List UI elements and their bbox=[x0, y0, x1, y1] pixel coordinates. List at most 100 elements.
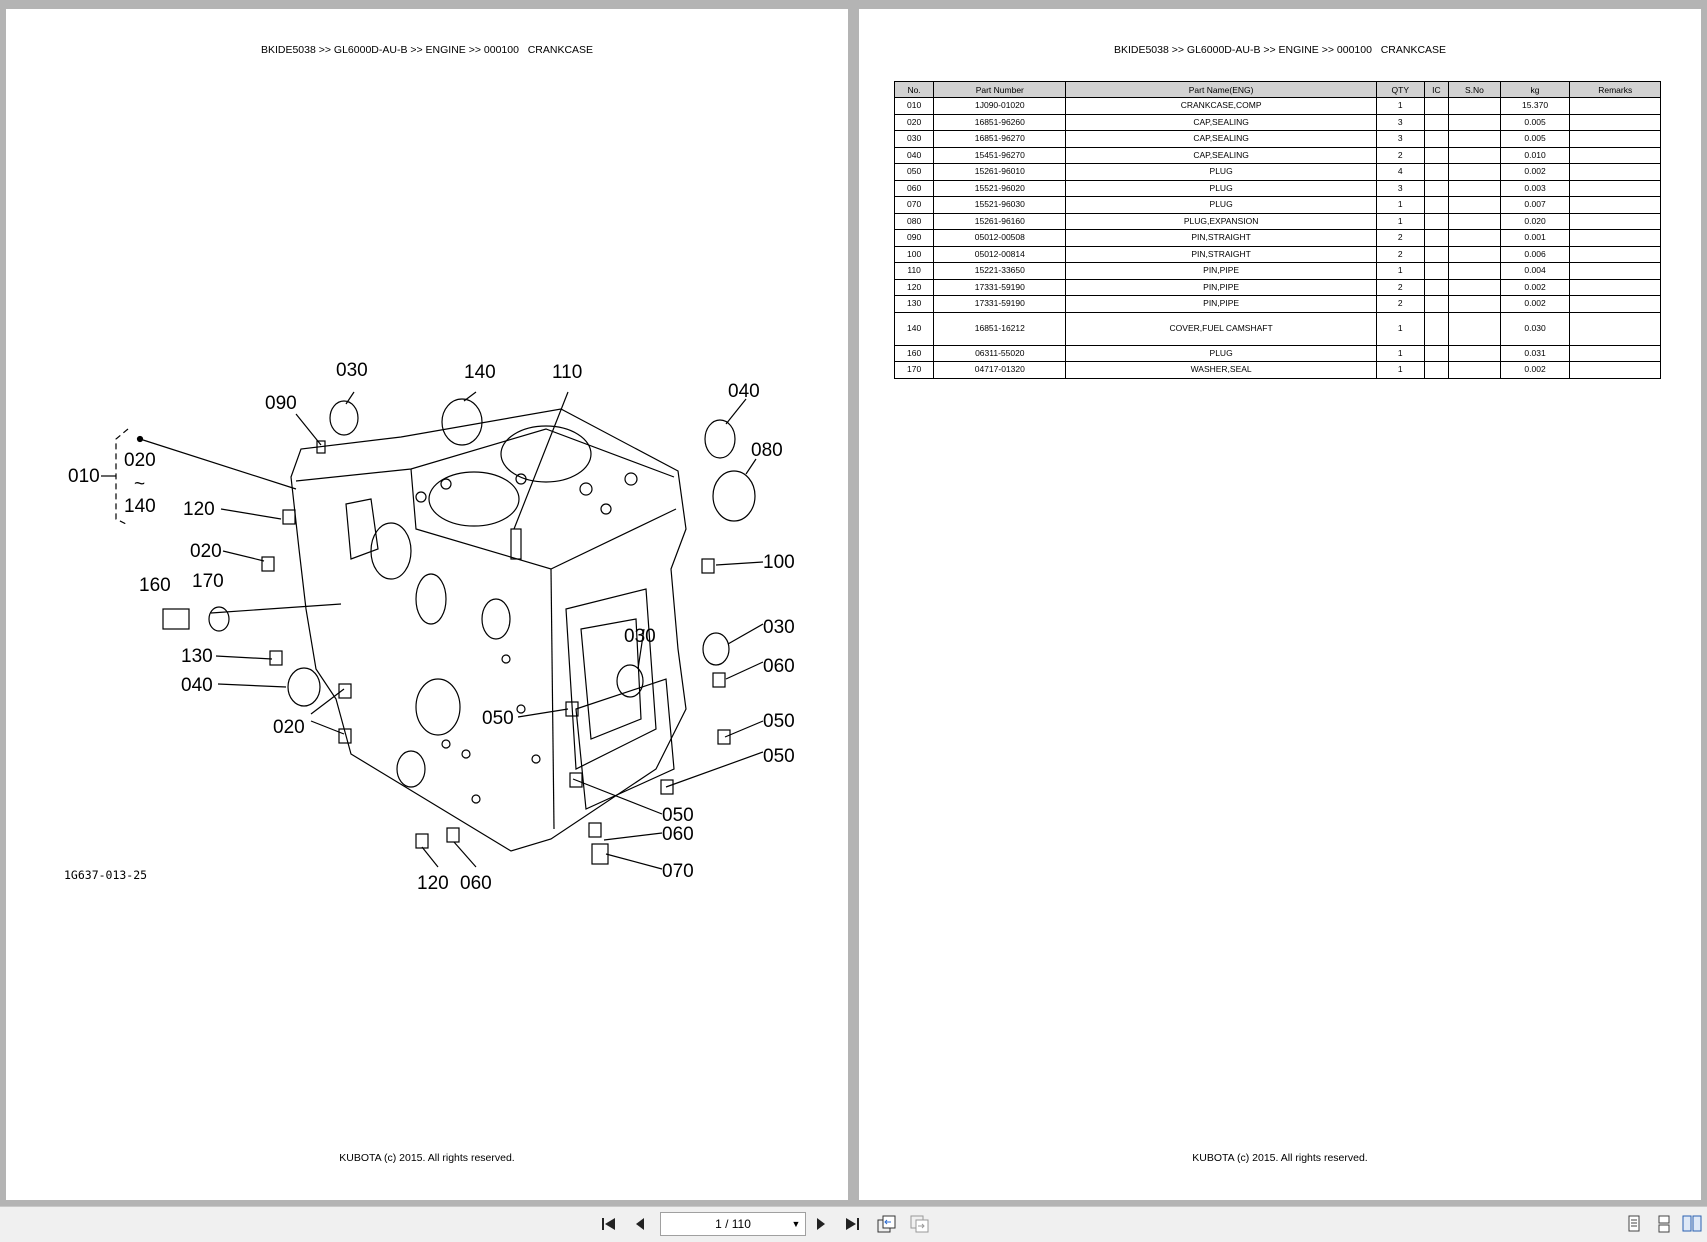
table-cell: 1 bbox=[1375, 311, 1425, 346]
table-cell: 05012-00508 bbox=[933, 229, 1067, 247]
callout-050: 050 bbox=[763, 746, 795, 767]
page-indicator: 1 / 110 bbox=[715, 1217, 751, 1231]
table-cell bbox=[1569, 278, 1661, 296]
page-number-field[interactable]: 1 / 110 ▼ bbox=[660, 1212, 806, 1236]
table-cell: PIN,STRAIGHT bbox=[1065, 245, 1377, 263]
single-page-view-button[interactable] bbox=[1622, 1213, 1646, 1235]
callout-030: 030 bbox=[763, 617, 795, 638]
table-cell: 15.370 bbox=[1499, 97, 1571, 115]
table-cell bbox=[1423, 179, 1450, 197]
table-cell bbox=[1448, 245, 1501, 263]
table-cell bbox=[1569, 229, 1661, 247]
callout-120: 120 bbox=[417, 873, 449, 894]
table-cell: 1 bbox=[1375, 97, 1425, 115]
table-cell: 090 bbox=[893, 229, 935, 247]
chevron-down-icon[interactable]: ▼ bbox=[791, 1219, 801, 1229]
table-cell: 1 bbox=[1375, 196, 1425, 214]
table-cell bbox=[1569, 295, 1661, 313]
table-cell: 0.031 bbox=[1499, 344, 1571, 362]
table-cell: PLUG bbox=[1065, 344, 1377, 362]
first-page-button[interactable] bbox=[597, 1213, 621, 1235]
table-cell bbox=[1569, 245, 1661, 263]
right-page: BKIDE5038 >> GL6000D-AU-B >> ENGINE >> 0… bbox=[859, 9, 1701, 1200]
column-header: S.No bbox=[1448, 81, 1501, 98]
callout-170: 170 bbox=[192, 571, 224, 592]
table-cell bbox=[1448, 163, 1501, 181]
table-cell bbox=[1448, 97, 1501, 115]
table-cell: 3 bbox=[1375, 130, 1425, 148]
continuous-view-icon bbox=[1658, 1215, 1670, 1233]
table-cell: CAP,SEALING bbox=[1065, 130, 1377, 148]
go-back-icon bbox=[877, 1215, 896, 1233]
prev-page-icon bbox=[636, 1218, 644, 1230]
crankcase-exploded-diagram: 030 140 110 040 090 080 010 020 ~ 140 12… bbox=[68, 360, 795, 894]
callout-060: 060 bbox=[460, 873, 492, 894]
table-cell: 1 bbox=[1375, 212, 1425, 230]
next-page-button[interactable] bbox=[809, 1213, 833, 1235]
table-cell: 0.006 bbox=[1499, 245, 1571, 263]
table-cell: 0.030 bbox=[1499, 311, 1571, 346]
table-cell: WASHER,SEAL bbox=[1065, 361, 1377, 379]
table-cell: 05012-00814 bbox=[933, 245, 1067, 263]
table-cell: 17331-59190 bbox=[933, 295, 1067, 313]
table-cell: 070 bbox=[893, 196, 935, 214]
table-cell bbox=[1448, 295, 1501, 313]
table-cell: PLUG bbox=[1065, 196, 1377, 214]
table-cell: 0.002 bbox=[1499, 361, 1571, 379]
callout-110: 110 bbox=[552, 362, 582, 383]
callout-020: 020 bbox=[190, 541, 222, 562]
table-cell: 15261-96010 bbox=[933, 163, 1067, 181]
table-cell: 15221-33650 bbox=[933, 262, 1067, 280]
table-cell bbox=[1423, 295, 1450, 313]
table-cell: 1 bbox=[1375, 262, 1425, 280]
column-header: kg bbox=[1499, 81, 1571, 98]
table-cell: 1 bbox=[1375, 344, 1425, 362]
table-cell: 100 bbox=[893, 245, 935, 263]
table-cell bbox=[1423, 113, 1450, 131]
table-cell bbox=[1423, 344, 1450, 362]
table-cell: COVER,FUEL CAMSHAFT bbox=[1065, 311, 1377, 346]
table-cell: CRANKCASE,COMP bbox=[1065, 97, 1377, 115]
table-cell bbox=[1448, 344, 1501, 362]
continuous-view-button[interactable] bbox=[1652, 1213, 1676, 1235]
callout-040: 040 bbox=[728, 381, 760, 402]
table-cell: PIN,PIPE bbox=[1065, 278, 1377, 296]
table-cell: 0.010 bbox=[1499, 146, 1571, 164]
facing-pages-view-button[interactable] bbox=[1680, 1213, 1704, 1235]
table-cell bbox=[1569, 262, 1661, 280]
table-cell: 080 bbox=[893, 212, 935, 230]
table-cell bbox=[1448, 278, 1501, 296]
column-header: Remarks bbox=[1569, 81, 1661, 98]
table-cell bbox=[1448, 113, 1501, 131]
table-cell: 16851-96270 bbox=[933, 130, 1067, 148]
table-cell: PLUG bbox=[1065, 179, 1377, 197]
table-cell: PIN,STRAIGHT bbox=[1065, 229, 1377, 247]
table-cell bbox=[1569, 196, 1661, 214]
table-cell: 06311-55020 bbox=[933, 344, 1067, 362]
table-cell bbox=[1448, 146, 1501, 164]
column-header: No. bbox=[893, 81, 935, 98]
last-page-button[interactable] bbox=[840, 1213, 864, 1235]
table-cell bbox=[1423, 163, 1450, 181]
table-cell bbox=[1448, 130, 1501, 148]
table-cell: CAP,SEALING bbox=[1065, 146, 1377, 164]
table-cell: 0.005 bbox=[1499, 113, 1571, 131]
table-cell: 040 bbox=[893, 146, 935, 164]
go-forward-button[interactable] bbox=[907, 1213, 931, 1235]
callout-030: 030 bbox=[336, 360, 368, 381]
column-header: Part Number bbox=[933, 81, 1067, 98]
callout-060: 060 bbox=[763, 656, 795, 677]
go-back-button[interactable] bbox=[874, 1213, 898, 1235]
left-page: BKIDE5038 >> GL6000D-AU-B >> ENGINE >> 0… bbox=[6, 9, 848, 1200]
previous-page-button[interactable] bbox=[628, 1213, 652, 1235]
table-cell: 0.002 bbox=[1499, 295, 1571, 313]
table-cell bbox=[1423, 196, 1450, 214]
table-cell: 0.001 bbox=[1499, 229, 1571, 247]
table-cell: CAP,SEALING bbox=[1065, 113, 1377, 131]
